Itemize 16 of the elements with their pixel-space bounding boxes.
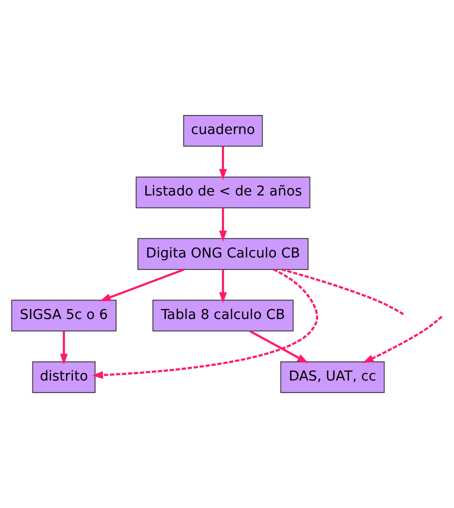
arrow bbox=[219, 208, 227, 242]
arrow bbox=[362, 316, 443, 364]
node-box: Listado de < de 2 años bbox=[136, 176, 310, 208]
node-box: Digita ONG Calculo CB bbox=[137, 238, 309, 270]
node-box: cuaderno bbox=[183, 115, 263, 147]
arrow bbox=[92, 268, 318, 379]
arrow bbox=[100, 268, 184, 302]
connector bbox=[281, 268, 405, 316]
node-box: distrito bbox=[32, 361, 96, 393]
arrow bbox=[249, 330, 308, 364]
arrow bbox=[219, 146, 227, 180]
arrow bbox=[60, 331, 68, 365]
node-box: DAS, UAT, cc bbox=[280, 361, 385, 393]
node-box: SIGSA 5c o 6 bbox=[11, 300, 116, 332]
arrow bbox=[219, 270, 227, 304]
node-box: Tabla 8 calculo CB bbox=[152, 300, 294, 332]
